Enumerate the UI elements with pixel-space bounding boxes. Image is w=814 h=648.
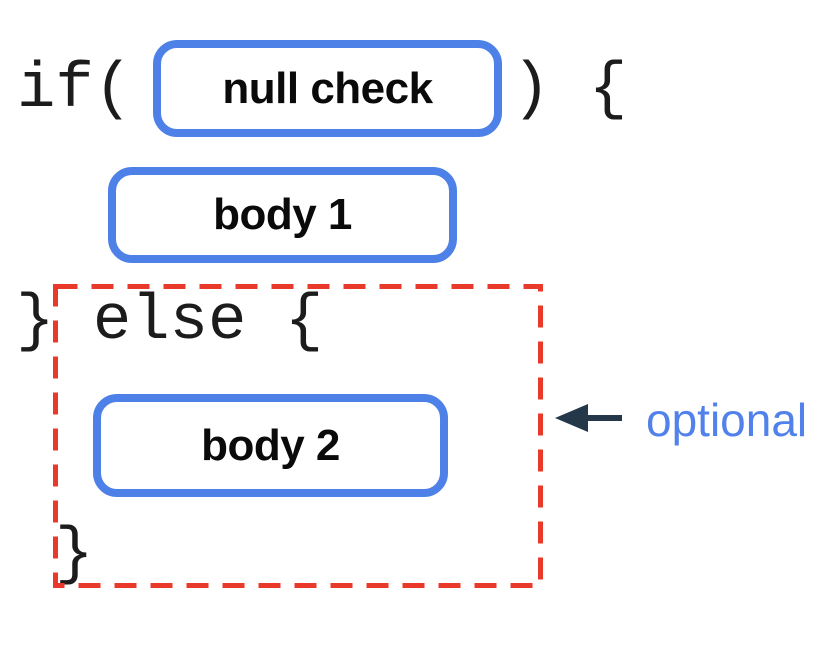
code-closing-brace: } xyxy=(55,519,94,591)
if-body-box-label: body 1 xyxy=(213,190,352,239)
code-if-open: if( xyxy=(17,54,133,126)
else-body-box: body 2 xyxy=(93,394,448,497)
optional-annotation-label: optional xyxy=(646,394,808,446)
optional-region-dashed-outline xyxy=(53,284,543,588)
code-close-paren-open-brace: ) { xyxy=(512,54,628,126)
else-body-box-label: body 2 xyxy=(201,420,340,470)
condition-box-label: null check xyxy=(222,63,433,113)
arrow-left-icon xyxy=(555,404,622,432)
code-else-line: } else { xyxy=(16,286,324,358)
condition-box: null check xyxy=(153,40,502,137)
if-body-box: body 1 xyxy=(108,167,457,263)
